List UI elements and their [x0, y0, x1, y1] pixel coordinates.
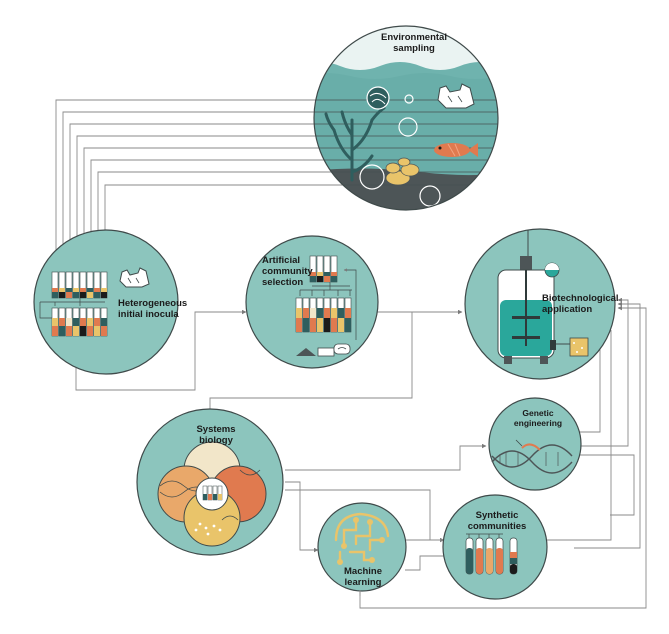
systems-biology-node [136, 408, 284, 556]
plastic-bag-icon [119, 267, 150, 288]
biotech-down-1 [537, 330, 612, 543]
selection-to-systems [207, 312, 413, 419]
inocula-to-selection [75, 309, 247, 391]
sensor-icon [532, 262, 560, 278]
heterogeneous-inocula-node [33, 229, 179, 375]
systems-tube-group [195, 477, 229, 511]
label-line: engineering [513, 418, 563, 428]
genetic-to-biotech-2 [575, 454, 635, 516]
selection-tube-row-bottom [295, 297, 352, 333]
artificial-selection-label: Artificial community selection [262, 255, 313, 288]
neural-network-icon [334, 512, 390, 562]
label-line: initial inocula [118, 309, 179, 320]
env-connector-4 [76, 135, 338, 262]
environmental-sampling-label: Environmental sampling [381, 32, 447, 54]
synthetic-to-ml [405, 555, 444, 571]
label-line: Genetic [522, 408, 554, 418]
synthetic-tube-group [465, 533, 518, 575]
ml-to-biotech-return [359, 305, 647, 609]
selection-tube-row-top [309, 255, 338, 283]
systems-biology-label: Systems biology [196, 424, 235, 446]
plastic-bag-icon [437, 83, 475, 109]
machine-learning-label: Machine learning [344, 566, 382, 588]
biotech-application-node [464, 228, 616, 380]
env-connector-6 [90, 159, 352, 262]
artificial-selection-node [245, 235, 379, 369]
env-connector-5 [83, 147, 343, 262]
label-line: Machine [343, 566, 383, 577]
label-line: Biotechnological [542, 293, 619, 304]
label-line: sampling [393, 43, 435, 54]
label-line: selection [262, 277, 304, 288]
seaweed-icon [324, 106, 386, 182]
label-line: community [262, 266, 313, 277]
weighing-scale-icon [296, 343, 351, 357]
synthetic-to-biotech [574, 301, 641, 549]
genetic-engineering-label: Genetic engineering [514, 408, 562, 428]
plankton-icon [366, 86, 390, 110]
label-line: Environmental [381, 32, 447, 43]
fish-icon [434, 143, 478, 157]
env-connector-2 [62, 111, 330, 262]
inocula-tube-row-top [51, 271, 108, 299]
label-line: learning [344, 577, 382, 588]
systems-to-ml [285, 481, 319, 553]
systems-to-genetic [285, 443, 487, 471]
env-connector-3 [69, 123, 333, 262]
bioreactor-icon [497, 256, 555, 364]
beaker-icon [550, 337, 589, 357]
connectors [55, 99, 647, 609]
label-line: application [542, 304, 593, 315]
label-line: Heterogeneous [118, 298, 188, 309]
label-line: Synthetic [475, 510, 519, 521]
biotech-application-label: Biotechnological application [542, 293, 619, 315]
machine-learning-node [317, 502, 407, 596]
heterogeneous-inocula-label: Heterogeneous initial inocula [118, 298, 187, 320]
dna-helix-icon [491, 439, 573, 474]
genetic-engineering-node [488, 397, 582, 491]
label-line: Systems [196, 424, 236, 435]
synthetic-communities-node [442, 494, 548, 600]
label-line: communities [467, 521, 527, 532]
label-line: Artificial [262, 255, 301, 266]
env-connector-1 [55, 99, 330, 262]
synthetic-communities-label: Synthetic communities [468, 510, 527, 532]
inocula-tube-row-bottom [51, 307, 108, 337]
genetic-to-biotech-1 [572, 297, 629, 447]
coral-icon [385, 157, 420, 186]
label-line: biology [199, 435, 233, 446]
environmental-sampling-node [313, 25, 499, 211]
